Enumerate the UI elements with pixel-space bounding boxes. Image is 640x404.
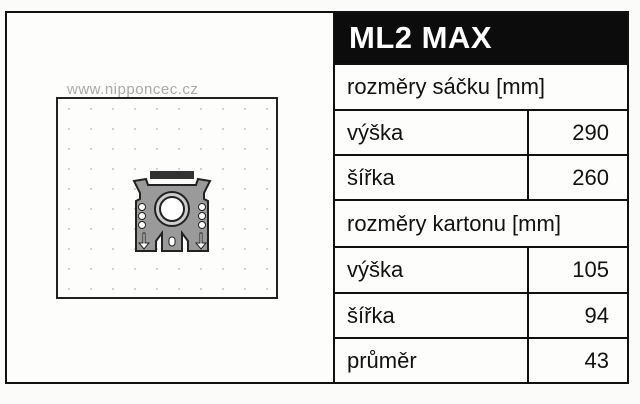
row-label: šířka: [347, 302, 395, 328]
row-label: výška: [347, 119, 404, 145]
watermark: www.nipponcec.cz: [67, 81, 199, 98]
section-heading: rozměry sáčku [mm]: [335, 63, 627, 109]
dimensions-table: ML2 MAX rozměry sáčku [mm] výška 290 šíř…: [335, 13, 627, 382]
row-value: 290: [572, 119, 609, 145]
table-row: výška 290: [335, 109, 627, 154]
row-label: výška: [347, 257, 404, 282]
bag-dimensions-heading: rozměry sáčku [mm]: [347, 74, 546, 99]
row-label: průměr: [347, 347, 417, 373]
section-heading: rozměry kartonu [mm]: [335, 199, 627, 246]
bag-collar-icon: [132, 171, 212, 252]
table-row: šířka 260: [335, 154, 627, 199]
table-row: výška 105: [335, 246, 627, 292]
bag-illustration-panel: www.nipponcec.cz: [7, 13, 335, 382]
row-value: 43: [584, 347, 609, 373]
product-label: www.nipponcec.cz ML2 MAX rozměry sáčku […: [5, 11, 629, 384]
carton-dimensions-heading: rozměry kartonu [mm]: [347, 210, 561, 236]
product-title: ML2 MAX: [335, 13, 627, 63]
table-row: šířka 94: [335, 292, 627, 337]
dust-bag-outline: [56, 97, 278, 299]
row-label: šířka: [347, 164, 395, 190]
row-value: 260: [572, 164, 609, 190]
row-value: 94: [584, 302, 609, 328]
row-value: 105: [572, 257, 609, 282]
table-row: průměr 43: [335, 337, 627, 382]
